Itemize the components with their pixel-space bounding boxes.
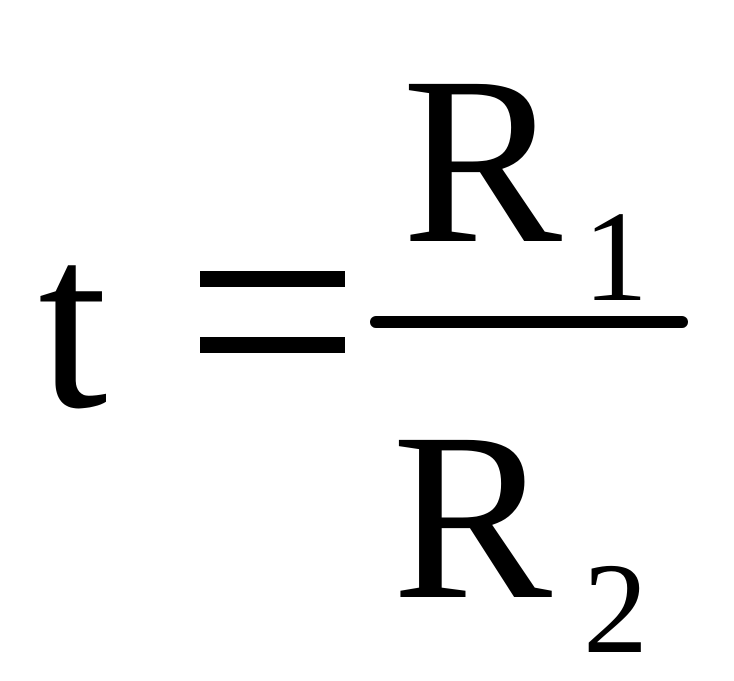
lhs-variable: t (38, 184, 108, 461)
equals-bar-top (200, 271, 345, 287)
numerator-symbol: R (402, 27, 563, 293)
denominator-symbol: R (392, 383, 553, 649)
denominator-subscript: 2 (583, 537, 648, 681)
numerator-subscript: 1 (583, 185, 648, 329)
fraction-bar (370, 316, 688, 328)
equals-bar-bottom (200, 337, 345, 353)
